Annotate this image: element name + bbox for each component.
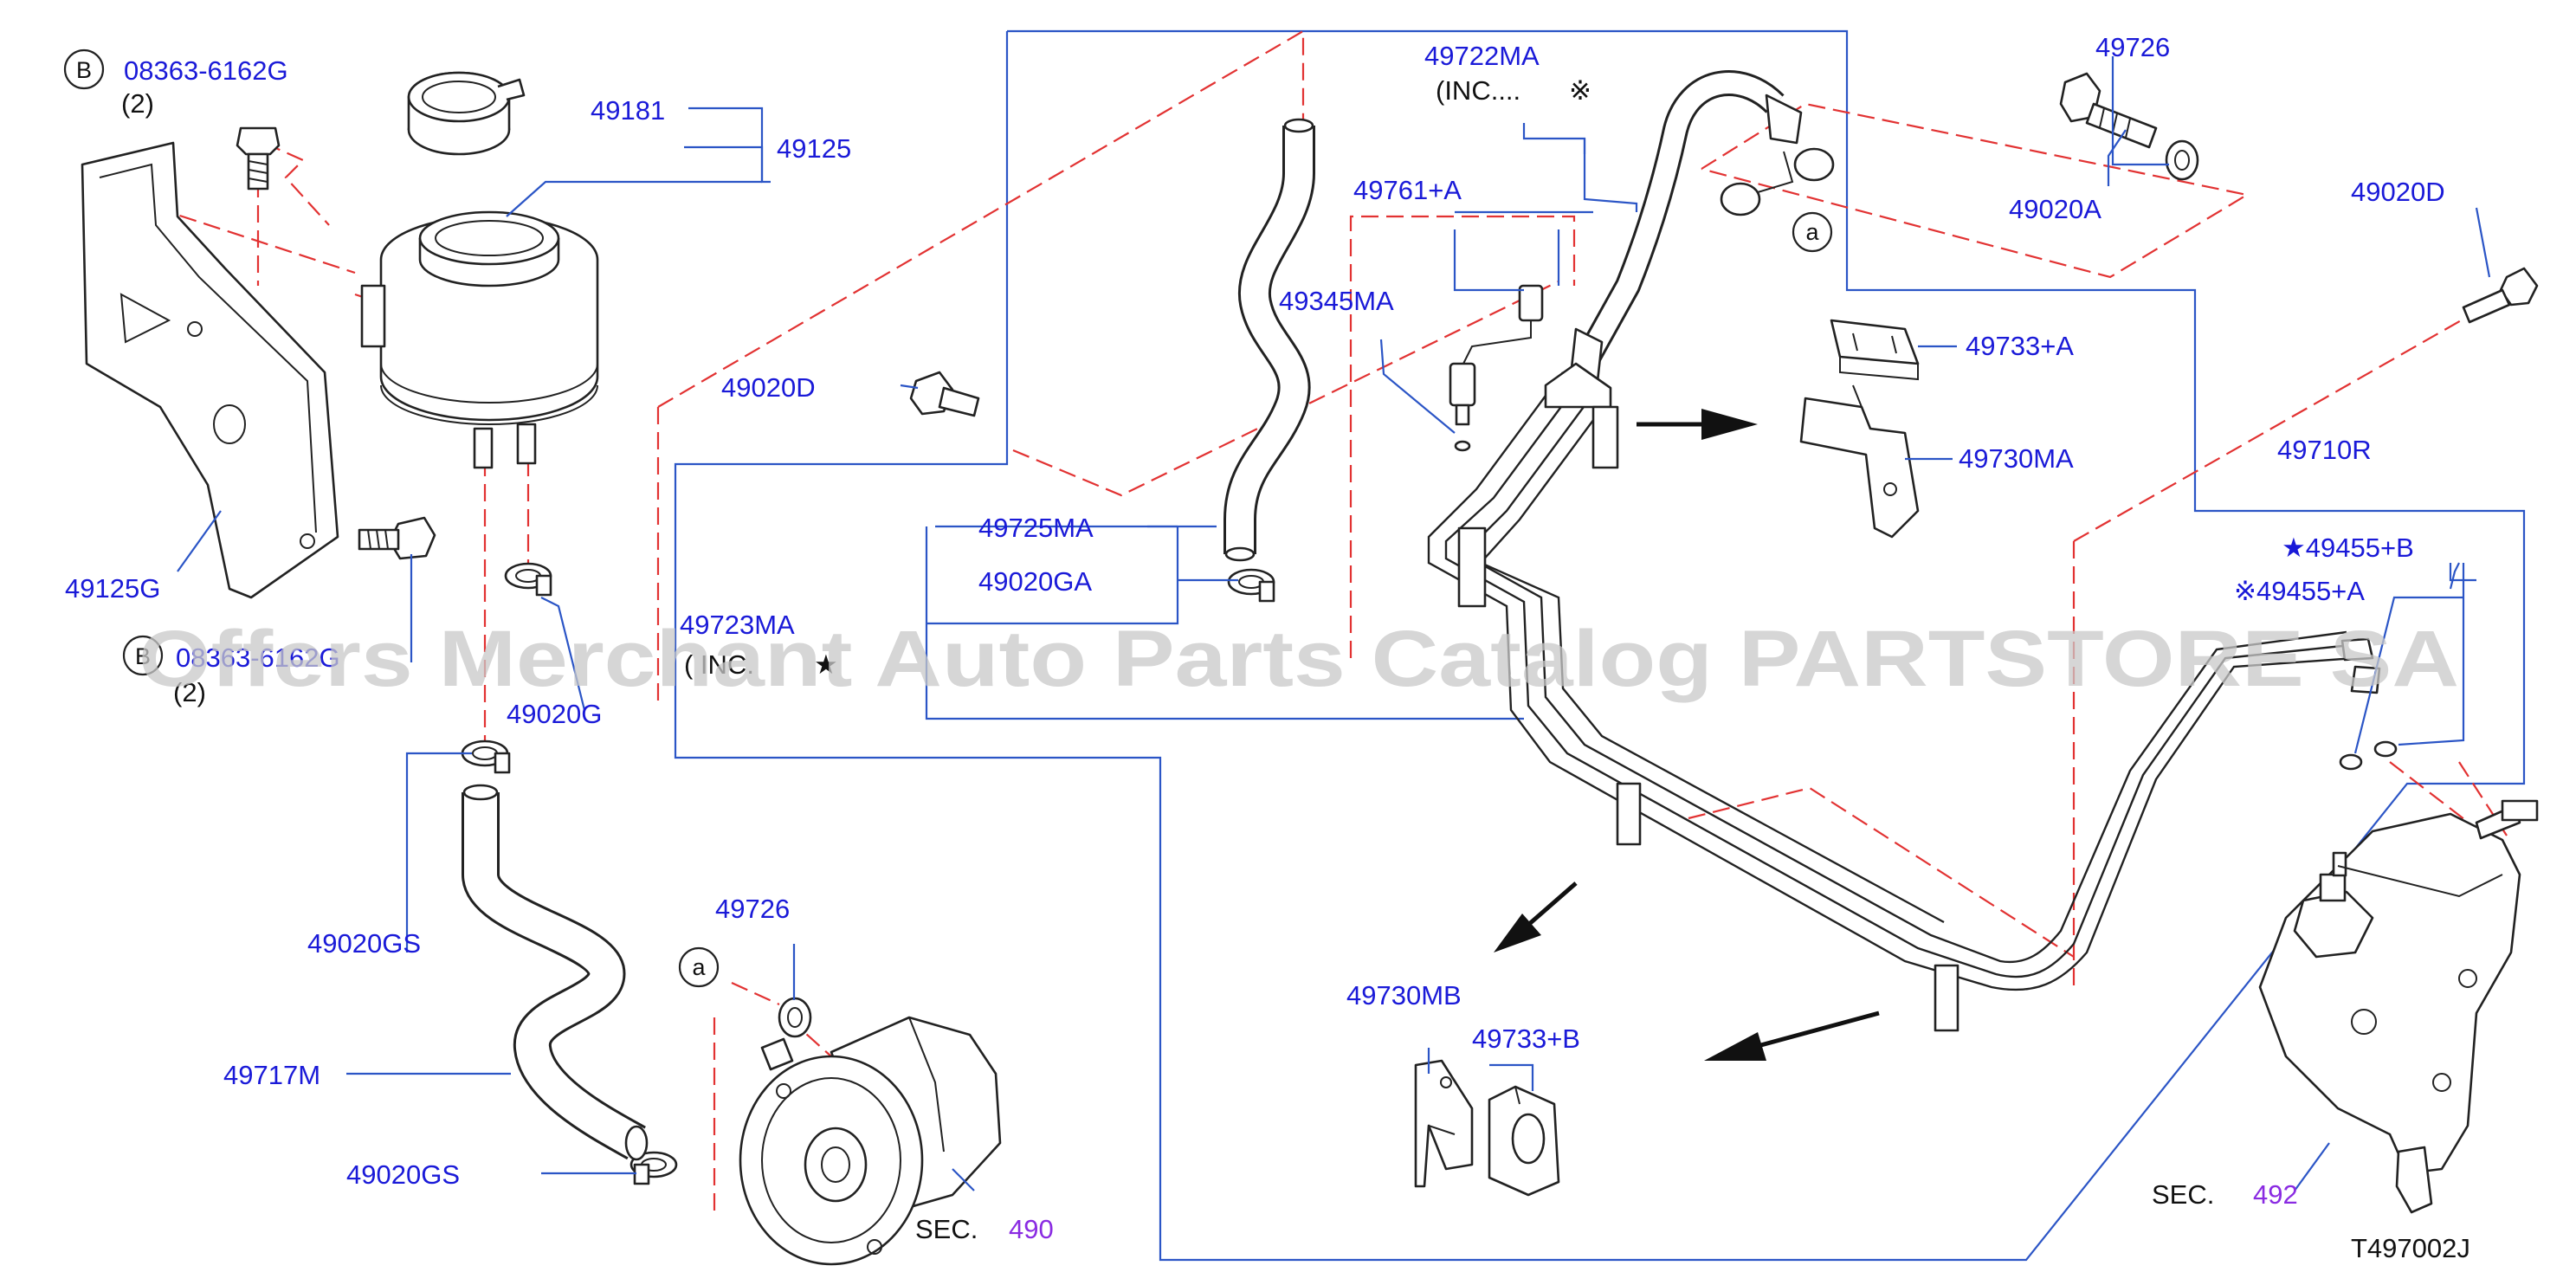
label-49723MA[interactable]: 49723MA (680, 610, 795, 640)
tube-bracket-49730MB (1414, 1059, 1474, 1188)
callout-circle-B-top: B (63, 48, 105, 90)
reservoir-bracket (81, 141, 339, 599)
label-49455B[interactable]: ★49455+B (2282, 533, 2414, 563)
reservoir-tank (360, 210, 599, 469)
hydraulic-tube-assembly (1427, 362, 2381, 1032)
label-49020GS-upper[interactable]: 49020GS (307, 928, 421, 959)
seal-49455A (2339, 753, 2363, 771)
part-labels: 08363-6162G (2) 08363-6162G (2) 49181 49… (65, 32, 2470, 1263)
label-49181[interactable]: 49181 (591, 95, 665, 126)
label-qty-top: (2) (121, 88, 154, 119)
bolt-49020A (2059, 72, 2158, 149)
bolt-49020D-left (909, 371, 980, 417)
label-star-723: ★ (814, 649, 838, 680)
label-49722MA[interactable]: 49722MA (1424, 41, 1540, 71)
label-inc-722: (INC.... (1436, 75, 1520, 106)
label-49020G[interactable]: 49020G (507, 699, 602, 729)
label-49733B[interactable]: 49733+B (1472, 1023, 1580, 1054)
callout-circle-a-top: a (1792, 211, 1833, 253)
washer-49726-bottom (778, 997, 812, 1038)
steering-gear-box (2258, 799, 2539, 1214)
bolt-top (236, 126, 281, 190)
pressure-hose-49722MA (1570, 70, 1835, 383)
label-49726-bottom[interactable]: 49726 (715, 894, 790, 924)
direction-arrows (1494, 409, 1880, 1061)
svg-text:a: a (1805, 219, 1819, 245)
label-49020D-right[interactable]: 49020D (2351, 177, 2445, 207)
tube-bracket-49730MA (1799, 384, 1920, 539)
svg-text:B: B (135, 643, 151, 669)
label-asterisk-722: ※ (1569, 75, 1591, 106)
power-steering-pump (739, 1016, 1002, 1266)
insulator-49733B (1488, 1085, 1560, 1197)
label-sec-490[interactable]: 490 (1009, 1214, 1054, 1244)
hose-clamp-upper-gs (461, 739, 511, 774)
label-sec-1: SEC. (915, 1214, 978, 1244)
reservoir-cap (407, 71, 526, 156)
bolt-49020D-right (2462, 267, 2539, 324)
insulator-49733A (1830, 319, 1920, 381)
assembly-boundary-lines (674, 29, 2526, 1262)
label-sec-492[interactable]: 492 (2253, 1179, 2298, 1210)
label-49020D-left[interactable]: 49020D (721, 372, 816, 403)
svg-text:a: a (692, 954, 706, 980)
pressure-switch (1449, 284, 1544, 452)
bolt-bottom (358, 516, 436, 560)
label-08363-top[interactable]: 08363-6162G (124, 55, 288, 86)
seal-49455B (2373, 740, 2398, 758)
callout-circle-a-bottom: a (678, 946, 720, 988)
label-49726-top[interactable]: 49726 (2095, 32, 2170, 62)
label-49125[interactable]: 49125 (777, 133, 851, 164)
label-49761A[interactable]: 49761+A (1353, 175, 1462, 205)
label-49730MA[interactable]: 49730MA (1959, 443, 2074, 474)
hose-clamp-49020G (504, 562, 552, 597)
label-49733A[interactable]: 49733+A (1966, 331, 2074, 361)
label-49125G[interactable]: 49125G (65, 573, 160, 604)
diagram-code: T497002J (2351, 1233, 2470, 1263)
watermark-text: Offers Merchant Auto Parts Catalog PARTS… (139, 615, 2459, 703)
label-sec-2: SEC. (2152, 1179, 2214, 1210)
label-49725MA[interactable]: 49725MA (978, 513, 1094, 543)
label-49020GS-lower[interactable]: 49020GS (346, 1159, 460, 1190)
callout-circle-B-bottom: B (122, 635, 164, 676)
label-inc-723: ( INC. (684, 649, 754, 680)
label-49020A[interactable]: 49020A (2009, 194, 2101, 224)
suction-hose (462, 784, 649, 1161)
washer-49726-top (2165, 139, 2199, 181)
label-49020GA[interactable]: 49020GA (978, 566, 1092, 597)
label-49345MA[interactable]: 49345MA (1279, 286, 1394, 316)
label-49730MB[interactable]: 49730MB (1346, 980, 1462, 1011)
svg-text:B: B (76, 57, 92, 83)
label-49717M[interactable]: 49717M (223, 1060, 320, 1090)
label-qty-bottom: (2) (173, 677, 206, 707)
hose-clamp-49020GA (1227, 568, 1275, 603)
reservoir-hose-49725MA (1223, 118, 1315, 562)
label-49710R[interactable]: 49710R (2277, 435, 2372, 465)
leader-lines (177, 56, 2491, 1191)
label-08363-bottom[interactable]: 08363-6162G (176, 642, 340, 673)
label-49455A[interactable]: ※49455+A (2234, 576, 2365, 606)
